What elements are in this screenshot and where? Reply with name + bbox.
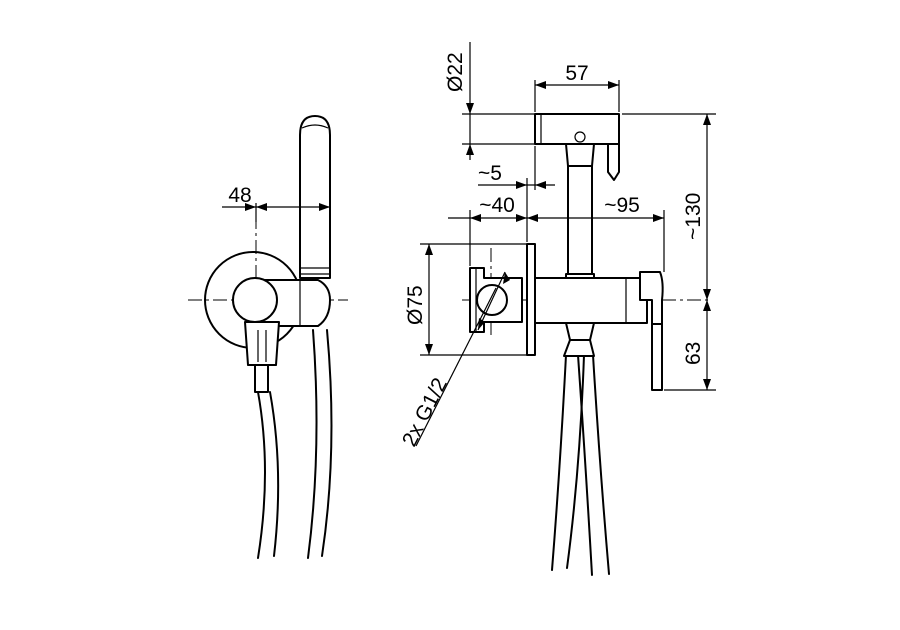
hand-shower <box>299 115 331 279</box>
front-view <box>188 115 348 559</box>
hose-side-b <box>566 354 585 569</box>
hose-side-a <box>551 354 567 571</box>
hose-left-b <box>269 391 280 557</box>
dim-label-small-offset: ~5 <box>478 162 502 185</box>
dim-label-wall-to-center: ~40 <box>479 194 515 217</box>
dimension-diameter-22: Ø22 <box>444 42 535 160</box>
dim-label-center-to-front: ~95 <box>604 194 640 217</box>
lever-handle <box>651 323 663 391</box>
dim-label-head-width: 57 <box>565 62 588 85</box>
shower-head <box>534 113 620 145</box>
dimension-57: 57 <box>534 62 620 112</box>
dimension-approx-5: ~5 <box>478 146 555 242</box>
dim-label-tube-diameter: Ø22 <box>444 52 467 92</box>
dim-label-side-width: 48 <box>228 184 251 207</box>
dimension-diameter-75: Ø75 <box>404 243 527 356</box>
lever-knob <box>232 277 278 323</box>
dimension-approx-40-95: ~40 ~95 <box>448 194 665 272</box>
dim-label-thread: 2x G1/2 <box>398 374 452 450</box>
shower-trigger <box>607 143 620 181</box>
hose-right-a <box>307 329 318 559</box>
dimension-heights: ~130 63 <box>622 113 716 391</box>
wall-plate <box>526 243 536 356</box>
mixer-body <box>534 277 648 324</box>
dim-label-height-top: ~130 <box>682 193 705 240</box>
dim-label-plate-diameter: Ø75 <box>404 285 427 325</box>
lever <box>639 271 664 325</box>
side-view <box>462 113 712 576</box>
dim-label-height-bottom: 63 <box>682 342 705 365</box>
hose-outlet <box>565 322 595 341</box>
hose-side-c <box>577 354 593 576</box>
hose-side-d <box>592 354 610 575</box>
hose-left-a <box>257 391 266 559</box>
dimension-48: 48 <box>222 184 331 222</box>
shower-tube <box>567 165 593 275</box>
hose-right-b <box>321 329 333 557</box>
hose-connector <box>244 321 280 366</box>
